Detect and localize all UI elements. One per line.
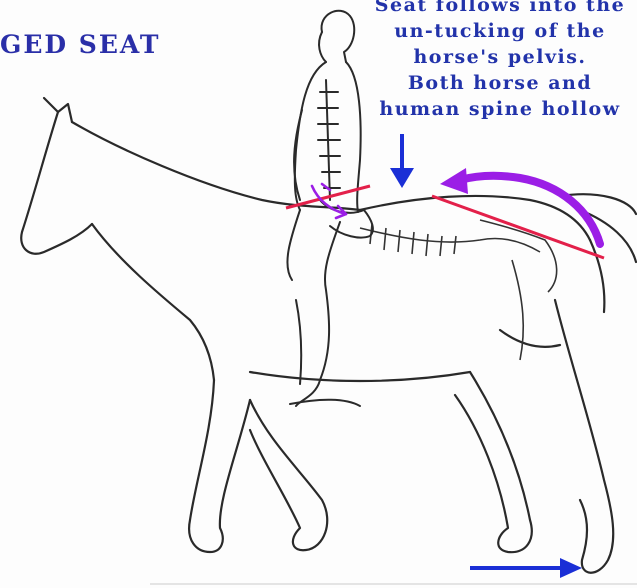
spine-sketch [360,220,557,360]
caption-line: un-tucking of the [330,18,637,44]
caption-line: Both horse and [330,70,637,96]
caption-text: Seat follows into the un-tucking of the … [330,0,637,122]
caption-line: horse's pelvis. [330,44,637,70]
caption-line: Seat follows into the [330,0,637,18]
right-arrow-icon [470,558,582,578]
down-arrow-icon [390,134,414,188]
page-title: GED SEAT [0,30,161,59]
caption-line: human spine hollow [330,96,637,122]
